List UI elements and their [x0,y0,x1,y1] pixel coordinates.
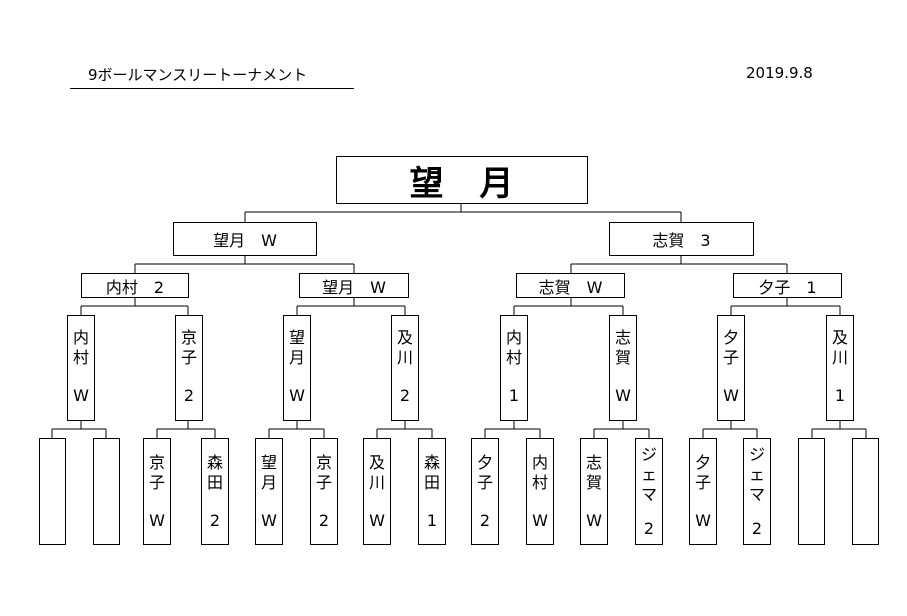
player-result: W [289,386,305,405]
player-name: 夕 子 [722,328,739,367]
player-result: 2 [183,386,195,405]
player-name: 内 村 [531,453,548,492]
round1-box-11: 志 賀 W [580,438,608,545]
title-underline [70,88,354,89]
player-result: 1 [426,511,438,530]
player-name: ジ ェ マ [748,445,765,504]
tournament-title: 9ボールマンスリートーナメント [88,66,308,84]
round1-box-10: 内 村 W [526,438,554,545]
player-name: 京 子 [315,453,332,492]
player-result: 2 [751,519,763,538]
round1-box-4: 森 田 2 [201,438,229,545]
round1-box-9: 夕 子 2 [471,438,499,545]
player-result: 2 [399,386,411,405]
player-name: 夕 子 [476,453,493,492]
round2-box-3: 望 月 W [283,315,311,421]
round1-box-1 [39,438,66,545]
player-name: 及 川 [831,328,848,367]
round2-box-7: 夕 子 W [717,315,745,421]
round1-box-8: 森 田 1 [418,438,446,545]
player-result: W [73,386,89,405]
player-result: 2 [209,511,221,530]
round2-box-2: 京 子 2 [175,315,203,421]
player-name: 望 月 [260,453,277,492]
player-name: 及 川 [368,453,385,492]
player-name: 森 田 [206,453,223,492]
player-name: 内 村 [505,328,522,367]
round1-box-7: 及 川 W [363,438,391,545]
quarterfinal-box-4: 夕子 1 [733,273,842,298]
round1-box-6: 京 子 2 [310,438,338,545]
round1-box-15 [798,438,825,545]
champion-box: 望 月 [336,156,588,204]
player-name: 夕 子 [694,453,711,492]
semifinal-box-right: 志賀 3 [609,222,754,256]
round2-box-4: 及 川 2 [391,315,419,421]
player-name: 森 田 [423,453,440,492]
player-name: 京 子 [148,453,165,492]
round1-box-14: ジ ェ マ 2 [743,438,771,545]
player-result: W [586,511,602,530]
player-name: 京 子 [180,328,197,367]
player-result: 1 [508,386,520,405]
player-result: W [532,511,548,530]
round2-box-8: 及 川 1 [826,315,854,421]
player-result: W [261,511,277,530]
round2-box-5: 内 村 1 [500,315,528,421]
player-name: 望 月 [288,328,305,367]
player-name: 志 賀 [585,453,602,492]
player-result: 1 [834,386,846,405]
round1-box-5: 望 月 W [255,438,283,545]
player-name: ジ ェ マ [640,445,657,504]
player-name: 志 賀 [614,328,631,367]
round1-box-2 [93,438,120,545]
player-name: 及 川 [396,328,413,367]
round2-box-1: 内 村 W [67,315,95,421]
quarterfinal-box-1: 内村 2 [81,273,189,298]
player-result: W [149,511,165,530]
round1-box-3: 京 子 W [143,438,171,545]
tournament-date: 2019.9.8 [746,64,813,82]
quarterfinal-box-2: 望月 W [299,273,409,298]
player-name: 内 村 [72,328,89,367]
round2-box-6: 志 賀 W [609,315,637,421]
player-result: W [723,386,739,405]
round1-box-16 [852,438,879,545]
player-result: 2 [318,511,330,530]
player-result: 2 [643,519,655,538]
round1-box-13: 夕 子 W [689,438,717,545]
semifinal-box-left: 望月 W [173,222,317,256]
player-result: W [615,386,631,405]
player-result: W [695,511,711,530]
player-result: W [369,511,385,530]
quarterfinal-box-3: 志賀 W [516,273,625,298]
round1-box-12: ジ ェ マ 2 [635,438,663,545]
player-result: 2 [479,511,491,530]
